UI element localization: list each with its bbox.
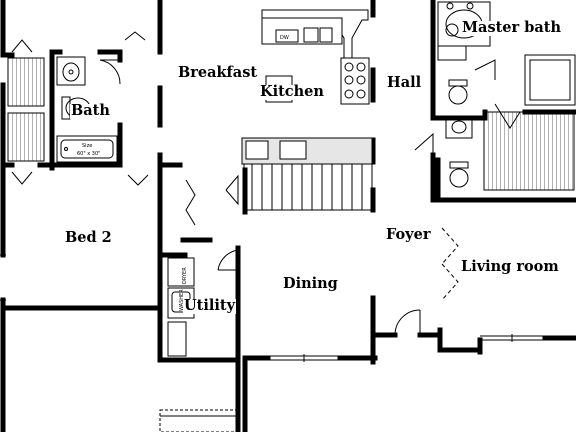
room-label-bath: Bath [70, 102, 111, 119]
tub-size-label-2: 60" x 30" [77, 151, 100, 157]
washer-label: WASHER [179, 289, 185, 311]
dryer-label: DRYER [182, 267, 188, 284]
tub-size-label-1: Size [82, 143, 92, 149]
room-label-utility: Utility [183, 297, 236, 314]
room-label-hall: Hall [386, 74, 423, 91]
room-label-dining: Dining [282, 275, 339, 292]
room-label-living-room: Living room [460, 258, 560, 275]
dishwasher-label: DW [280, 35, 289, 41]
room-label-breakfast: Breakfast [177, 64, 259, 81]
room-label-kitchen: Kitchen [259, 83, 325, 100]
room-label-foyer: Foyer [385, 226, 432, 243]
room-label-bed2: Bed 2 [64, 229, 113, 246]
room-label-master-bath: Master bath [461, 19, 562, 36]
